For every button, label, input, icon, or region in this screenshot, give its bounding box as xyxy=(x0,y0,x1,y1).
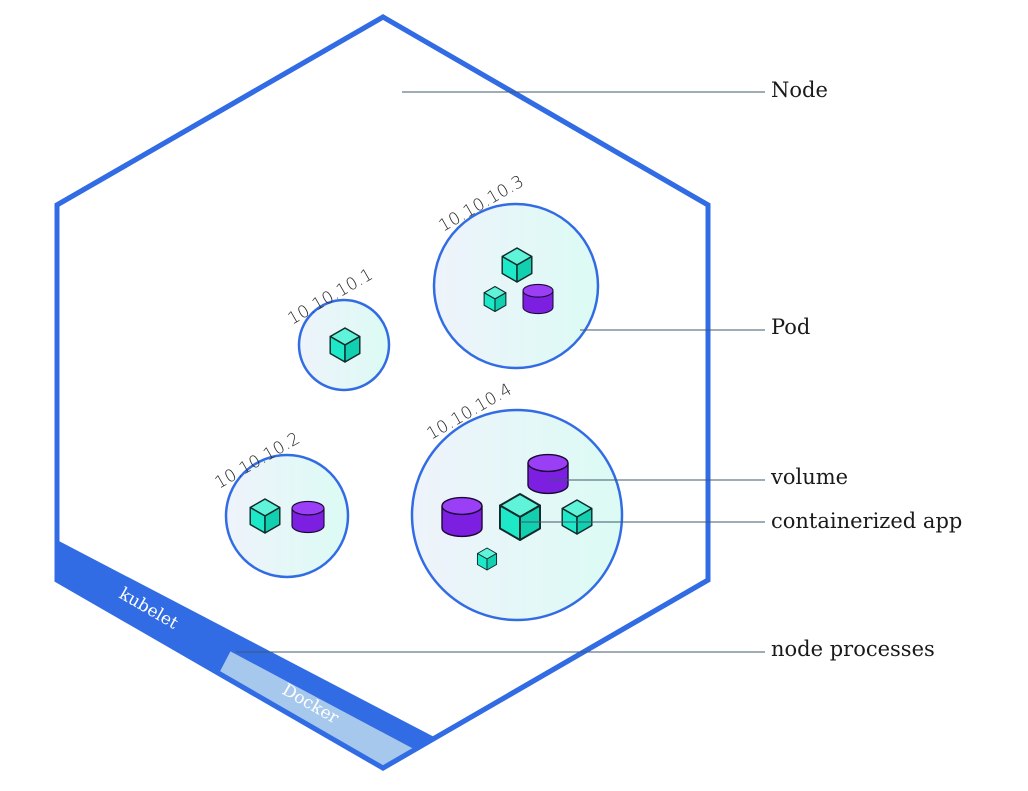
volume-label: volume xyxy=(770,465,848,489)
node-label: Node xyxy=(771,78,828,102)
volume-icon xyxy=(522,283,554,315)
pod-4: 10.10.10.4 xyxy=(410,380,624,622)
pod-label: Pod xyxy=(771,315,810,339)
node-hexagon xyxy=(54,14,711,771)
pod-2: 10.10.10.2 xyxy=(212,429,350,579)
volume-icon xyxy=(441,496,483,538)
volume-icon xyxy=(527,453,569,495)
containerized-app-label: containerized app xyxy=(771,509,962,533)
volume-icon xyxy=(291,500,325,534)
leader-lines xyxy=(236,91,765,653)
node-processes-label: node processes xyxy=(771,637,935,661)
